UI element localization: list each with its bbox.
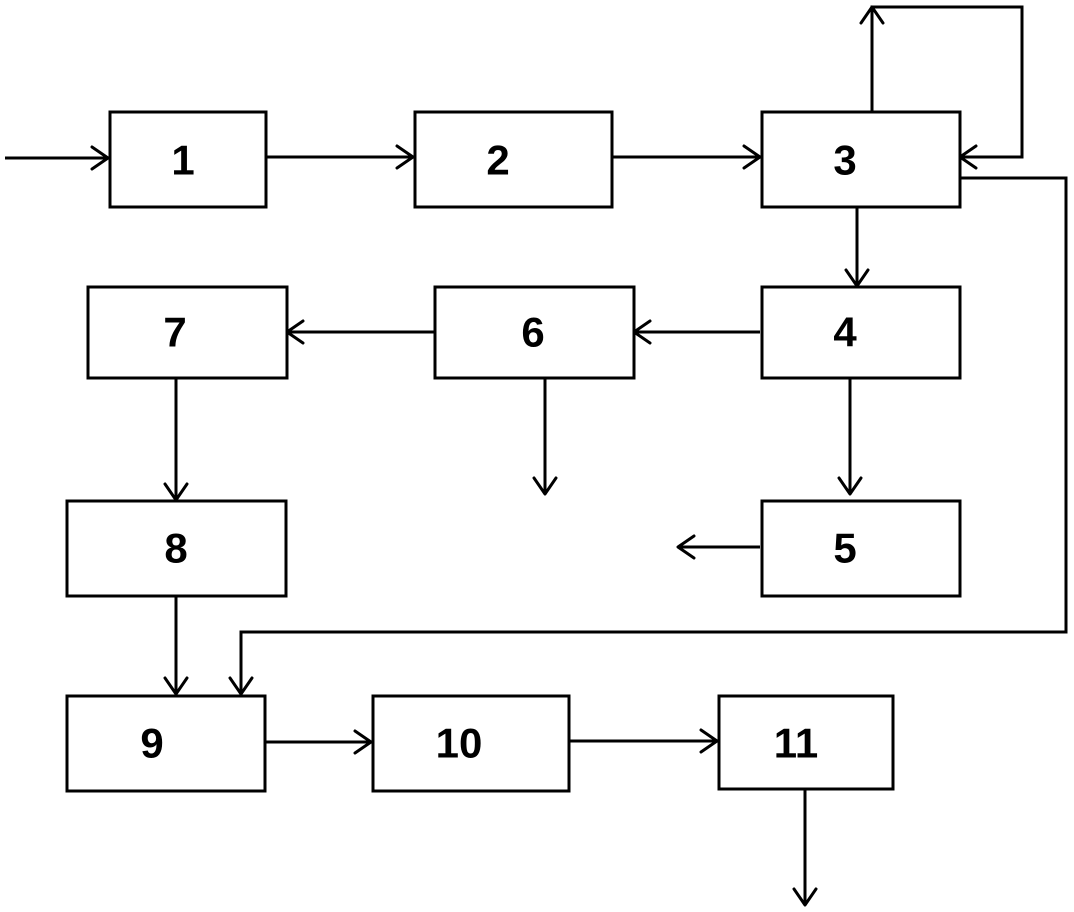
arrow-3-to-4 <box>844 207 870 288</box>
arrow-1-to-2 <box>266 144 415 170</box>
arrow-2-to-3 <box>612 144 762 170</box>
box-3: 3 <box>760 110 962 209</box>
box-1: 1 <box>108 110 268 209</box>
box-2-label: 2 <box>486 137 509 184</box>
arrow-9-to-10 <box>265 729 373 755</box>
box-8-label: 8 <box>164 525 187 572</box>
arrow-7-to-8 <box>163 378 189 502</box>
box-5: 5 <box>760 499 962 598</box>
box-10-label: 10 <box>436 720 483 767</box>
box-8: 8 <box>65 499 288 598</box>
arrow-4-to-6 <box>632 319 760 345</box>
box-9-label: 9 <box>140 720 163 767</box>
box-6: 6 <box>433 285 636 380</box>
box-6-label: 6 <box>521 309 544 356</box>
box-11-label: 11 <box>774 720 818 767</box>
arrow-10-to-11 <box>569 728 719 754</box>
arrow-4-to-5 <box>837 378 863 496</box>
boxes: 1 2 3 4 5 6 7 8 <box>65 110 962 793</box>
box-7-label: 7 <box>163 309 186 356</box>
box-2: 2 <box>413 110 614 209</box>
box-5-label: 5 <box>833 525 856 572</box>
box-10: 10 <box>371 694 571 793</box>
box-7: 7 <box>86 285 289 380</box>
box-4: 4 <box>760 285 962 380</box>
box-1-label: 1 <box>171 137 194 184</box>
box-3-label: 3 <box>833 137 856 184</box>
arrow-6-output <box>532 378 558 496</box>
arrow-input-to-1 <box>5 145 110 171</box>
box-4-label: 4 <box>833 309 857 356</box>
arrow-11-output <box>792 789 818 907</box>
box-11: 11 <box>717 694 895 791</box>
arrow-6-to-7 <box>285 319 435 345</box>
arrow-5-output <box>676 534 760 560</box>
arrow-8-to-9 <box>163 596 189 696</box>
box-9: 9 <box>65 694 267 793</box>
connectors <box>5 5 1068 907</box>
arrow-3-to-9 <box>228 176 1068 696</box>
